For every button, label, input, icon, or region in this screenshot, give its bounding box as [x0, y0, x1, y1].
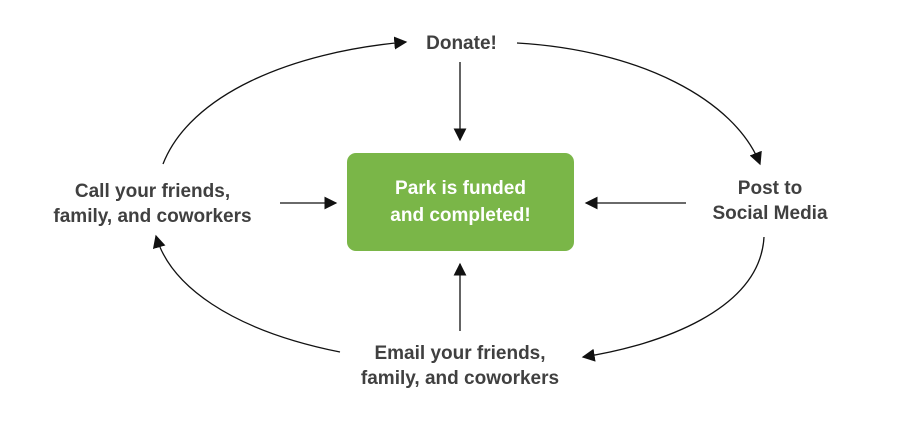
node-post-to-social-media: Post to Social Media	[685, 176, 855, 226]
donate-label: Donate!	[426, 33, 497, 54]
call-label-line-2: family, and coworkers	[53, 206, 252, 227]
center-line-1: Park is funded	[395, 178, 526, 199]
post-label-line-2: Social Media	[712, 203, 828, 224]
arc-call-to-donate	[162, 36, 408, 165]
node-email-friends: Email your friends, family, and coworker…	[335, 341, 585, 391]
arc-post-to-email	[581, 236, 765, 362]
arc-donate-to-post	[516, 42, 762, 166]
post-label-line-1: Post to	[737, 178, 803, 199]
call-label-line-1: Call your friends,	[74, 181, 231, 202]
node-donate: Donate!	[408, 31, 515, 56]
node-call-friends: Call your friends, family, and coworkers	[30, 179, 275, 229]
email-label-line-2: family, and coworkers	[360, 368, 560, 389]
arc-email-to-call	[152, 234, 341, 353]
email-label-line-1: Email your friends,	[374, 343, 546, 364]
center-line-2: and completed!	[390, 205, 531, 226]
park-funded-box: Park is funded and completed!	[347, 153, 574, 251]
